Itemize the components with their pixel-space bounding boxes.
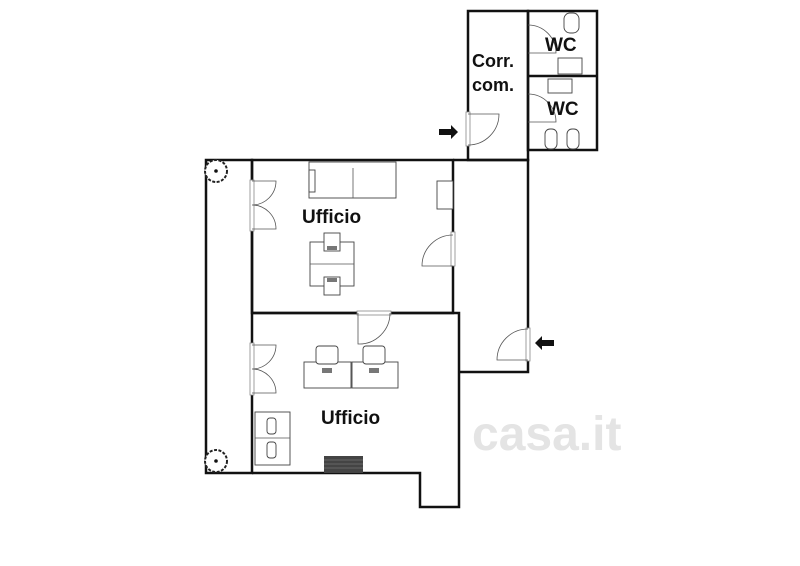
plant-icon [204, 449, 228, 473]
balcony [204, 158, 254, 475]
entrance-door [525, 327, 531, 362]
door-swing [421, 234, 454, 267]
wc-door-swing [527, 93, 557, 123]
plant-icon [204, 159, 228, 183]
balcony-door-top [249, 179, 255, 232]
door-swing [251, 180, 277, 230]
radiator [324, 456, 363, 473]
doors [249, 24, 557, 396]
watermark: casa.it [472, 408, 621, 461]
inner-door [356, 310, 392, 316]
room-label-office-bottom: Ufficio [321, 408, 380, 429]
door-swing [357, 312, 391, 345]
sofa [254, 411, 291, 466]
wc-walls [526, 9, 599, 152]
cabinet [436, 180, 454, 210]
entrance-arrow-icon [535, 336, 554, 350]
office-door [450, 231, 456, 267]
door-swing [496, 328, 529, 361]
room-label-wc-bottom: WC [547, 99, 579, 120]
sofa [308, 161, 397, 199]
corridor-door [465, 111, 471, 147]
room-label-office-top: Ufficio [302, 207, 361, 228]
entrance-arrow-icon [439, 125, 458, 139]
desks [303, 345, 399, 389]
door-swing [467, 113, 500, 146]
room-label-corridor-2: com. [472, 75, 514, 95]
walls [204, 9, 599, 509]
toilet-icon [544, 12, 583, 150]
corridor-walls [453, 158, 530, 374]
room-label-wc-top: WC [545, 35, 577, 56]
door-swing [251, 344, 277, 394]
wc-door-swing [527, 24, 557, 54]
desk-cluster [309, 232, 355, 296]
office-bottom-walls [252, 311, 461, 509]
room-label-corridor-1: Corr. [472, 51, 514, 71]
